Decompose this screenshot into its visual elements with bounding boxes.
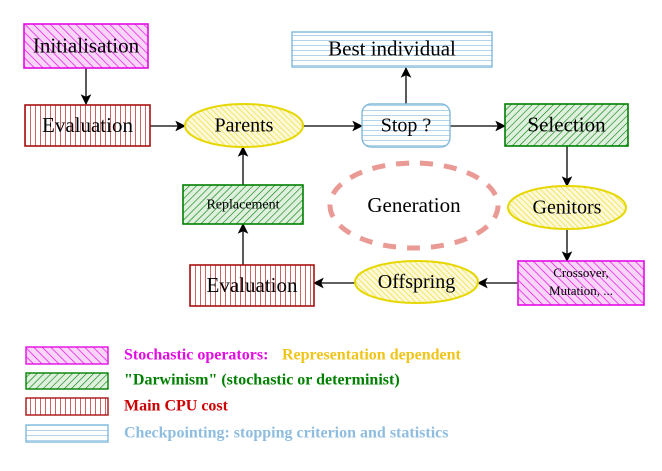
legend-label-darwinism: "Darwinism" (stochastic or determinist) (124, 372, 400, 389)
edges-layer (80, 67, 573, 289)
genitors-ellipse (507, 185, 627, 230)
legend-swatch-green-diagonal (25, 372, 109, 390)
initialisation-box (23, 23, 149, 69)
selection-label: Selection (527, 112, 606, 136)
node-crossover-mutation[interactable]: Crossover, Mutation, ... (517, 260, 645, 306)
legend-swatch-red-vertical (25, 397, 109, 416)
generation-label: Generation (367, 193, 461, 217)
node-stop[interactable]: Stop ? (361, 103, 451, 148)
legend-item-darwinism: "Darwinism" (stochastic or determinist) (25, 372, 400, 390)
legend-item-stochastic: Stochastic operators: Representation dep… (25, 346, 461, 365)
stop-label: Stop ? (381, 115, 432, 137)
genitors-label: Genitors (533, 197, 602, 219)
parents-label: Parents (215, 115, 274, 137)
best-individual-box (291, 31, 493, 68)
best-individual-label: Best individual (328, 36, 456, 60)
replacement-label: Replacement (206, 198, 279, 213)
evaluation-bottom-box (189, 264, 315, 307)
stop-box (361, 103, 451, 148)
evaluation-top-box (24, 104, 151, 147)
node-genitors[interactable]: Genitors (507, 185, 627, 230)
node-parents[interactable]: Parents (184, 103, 304, 148)
selection-box (504, 103, 629, 147)
legend-item-cpu: Main CPU cost (25, 397, 229, 416)
legend-swatch-magenta-diagonal (25, 346, 109, 365)
evaluation-top-label: Evaluation (42, 113, 133, 137)
initialisation-label: Initialisation (33, 33, 140, 57)
offspring-ellipse (354, 260, 479, 304)
evaluation-bottom-label: Evaluation (207, 273, 298, 297)
crossover-label-line1: Crossover, (553, 265, 608, 280)
crossover-mutation-box (517, 260, 645, 306)
generation-ellipse (327, 160, 501, 251)
legend-item-checkpointing: Checkpointing: stopping criterion and st… (25, 424, 448, 443)
legend-label-checkpointing: Checkpointing: stopping criterion and st… (124, 425, 448, 442)
legend-label-representation: Representation dependent (282, 347, 461, 364)
node-initialisation[interactable]: Initialisation (23, 23, 149, 69)
legend-label-cpu: Main CPU cost (124, 398, 229, 415)
parents-ellipse (184, 103, 304, 148)
crossover-label-line2: Mutation, ... (549, 283, 613, 298)
node-offspring[interactable]: Offspring (354, 260, 479, 304)
legend-label-stochastic: Stochastic operators: (124, 347, 268, 364)
node-selection[interactable]: Selection (504, 103, 629, 147)
node-evaluation-top[interactable]: Evaluation (24, 104, 151, 147)
node-evaluation-bottom[interactable]: Evaluation (189, 264, 315, 307)
replacement-box (182, 184, 304, 225)
node-best-individual[interactable]: Best individual (291, 31, 493, 68)
node-generation[interactable]: Generation (327, 160, 501, 251)
legend-swatch-blue-horizontal (25, 424, 109, 443)
offspring-label: Offspring (378, 271, 455, 293)
node-replacement[interactable]: Replacement (182, 184, 304, 225)
legend: Stochastic operators: Representation dep… (25, 346, 461, 443)
